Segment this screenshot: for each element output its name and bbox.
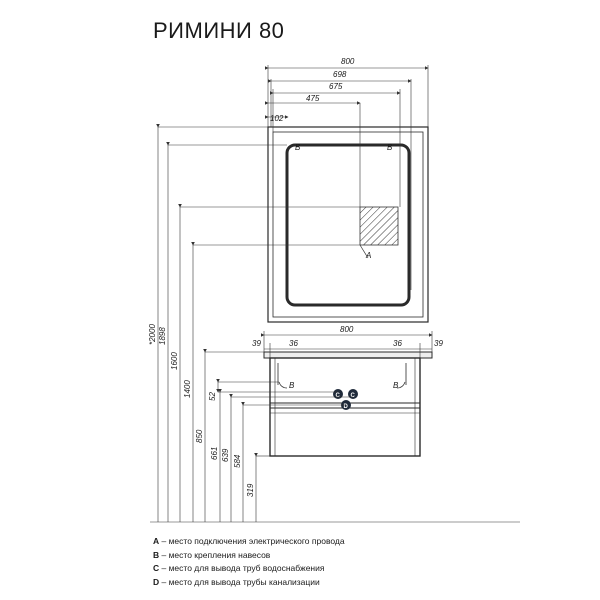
dim-v-850: 850 bbox=[195, 429, 204, 443]
dim-top-675: 675 bbox=[329, 82, 343, 91]
dim-cabinet-800: 800 bbox=[340, 325, 354, 334]
marker-b-mirror-right: B bbox=[387, 143, 393, 152]
dim-v-584: 584 bbox=[233, 454, 242, 468]
cabinet-dimensions bbox=[261, 331, 433, 358]
dim-offset-39-left: 39 bbox=[252, 339, 261, 348]
legend: A – место подключения электрического про… bbox=[153, 535, 345, 589]
legend-item-b: B – место крепления навесов bbox=[153, 549, 271, 560]
vertical-dimensions bbox=[150, 124, 520, 523]
top-dimensions bbox=[265, 65, 429, 290]
dim-top-698: 698 bbox=[333, 70, 347, 79]
product-title: РИМИНИ 80 bbox=[153, 18, 285, 43]
legend-item-c: C – место для вывода труб водоснабжения bbox=[153, 563, 325, 573]
marker-d: D bbox=[344, 404, 349, 410]
marker-b-cabinet-left: B bbox=[289, 381, 295, 390]
dim-v-319: 319 bbox=[246, 483, 255, 497]
legend-item-a: A – место подключения электрического про… bbox=[153, 536, 345, 546]
dim-v-661: 661 bbox=[210, 447, 219, 460]
dim-v-52: 52 bbox=[208, 392, 217, 401]
marker-b-mirror-left: B bbox=[295, 143, 301, 152]
marker-a-mirror: A bbox=[365, 251, 371, 260]
marker-c-left: C bbox=[336, 393, 341, 399]
dim-v-2000: *2000 bbox=[148, 324, 157, 345]
dim-offset-36-left: 36 bbox=[289, 339, 298, 348]
mirror bbox=[267, 126, 429, 323]
dim-top-475: 475 bbox=[306, 94, 320, 103]
marker-b-cabinet-right: B bbox=[393, 381, 399, 390]
dim-offset-36-right: 36 bbox=[393, 339, 402, 348]
dim-v-1898: 1898 bbox=[158, 327, 167, 345]
legend-item-d: D – место для вывода трубы канализации bbox=[153, 576, 320, 587]
marker-c-right: C bbox=[351, 393, 356, 399]
dim-v-639: 639 bbox=[221, 448, 230, 462]
dim-offset-39-right: 39 bbox=[434, 339, 443, 348]
marker-c-right-dot bbox=[348, 389, 358, 399]
dim-top-102: 102 bbox=[270, 114, 284, 123]
marker-c-left-dot bbox=[333, 389, 343, 399]
dim-top-800: 800 bbox=[341, 57, 355, 66]
dim-v-1600: 1600 bbox=[170, 352, 179, 370]
electrical-connection-hatch bbox=[359, 206, 399, 246]
dim-v-1400: 1400 bbox=[183, 380, 192, 398]
